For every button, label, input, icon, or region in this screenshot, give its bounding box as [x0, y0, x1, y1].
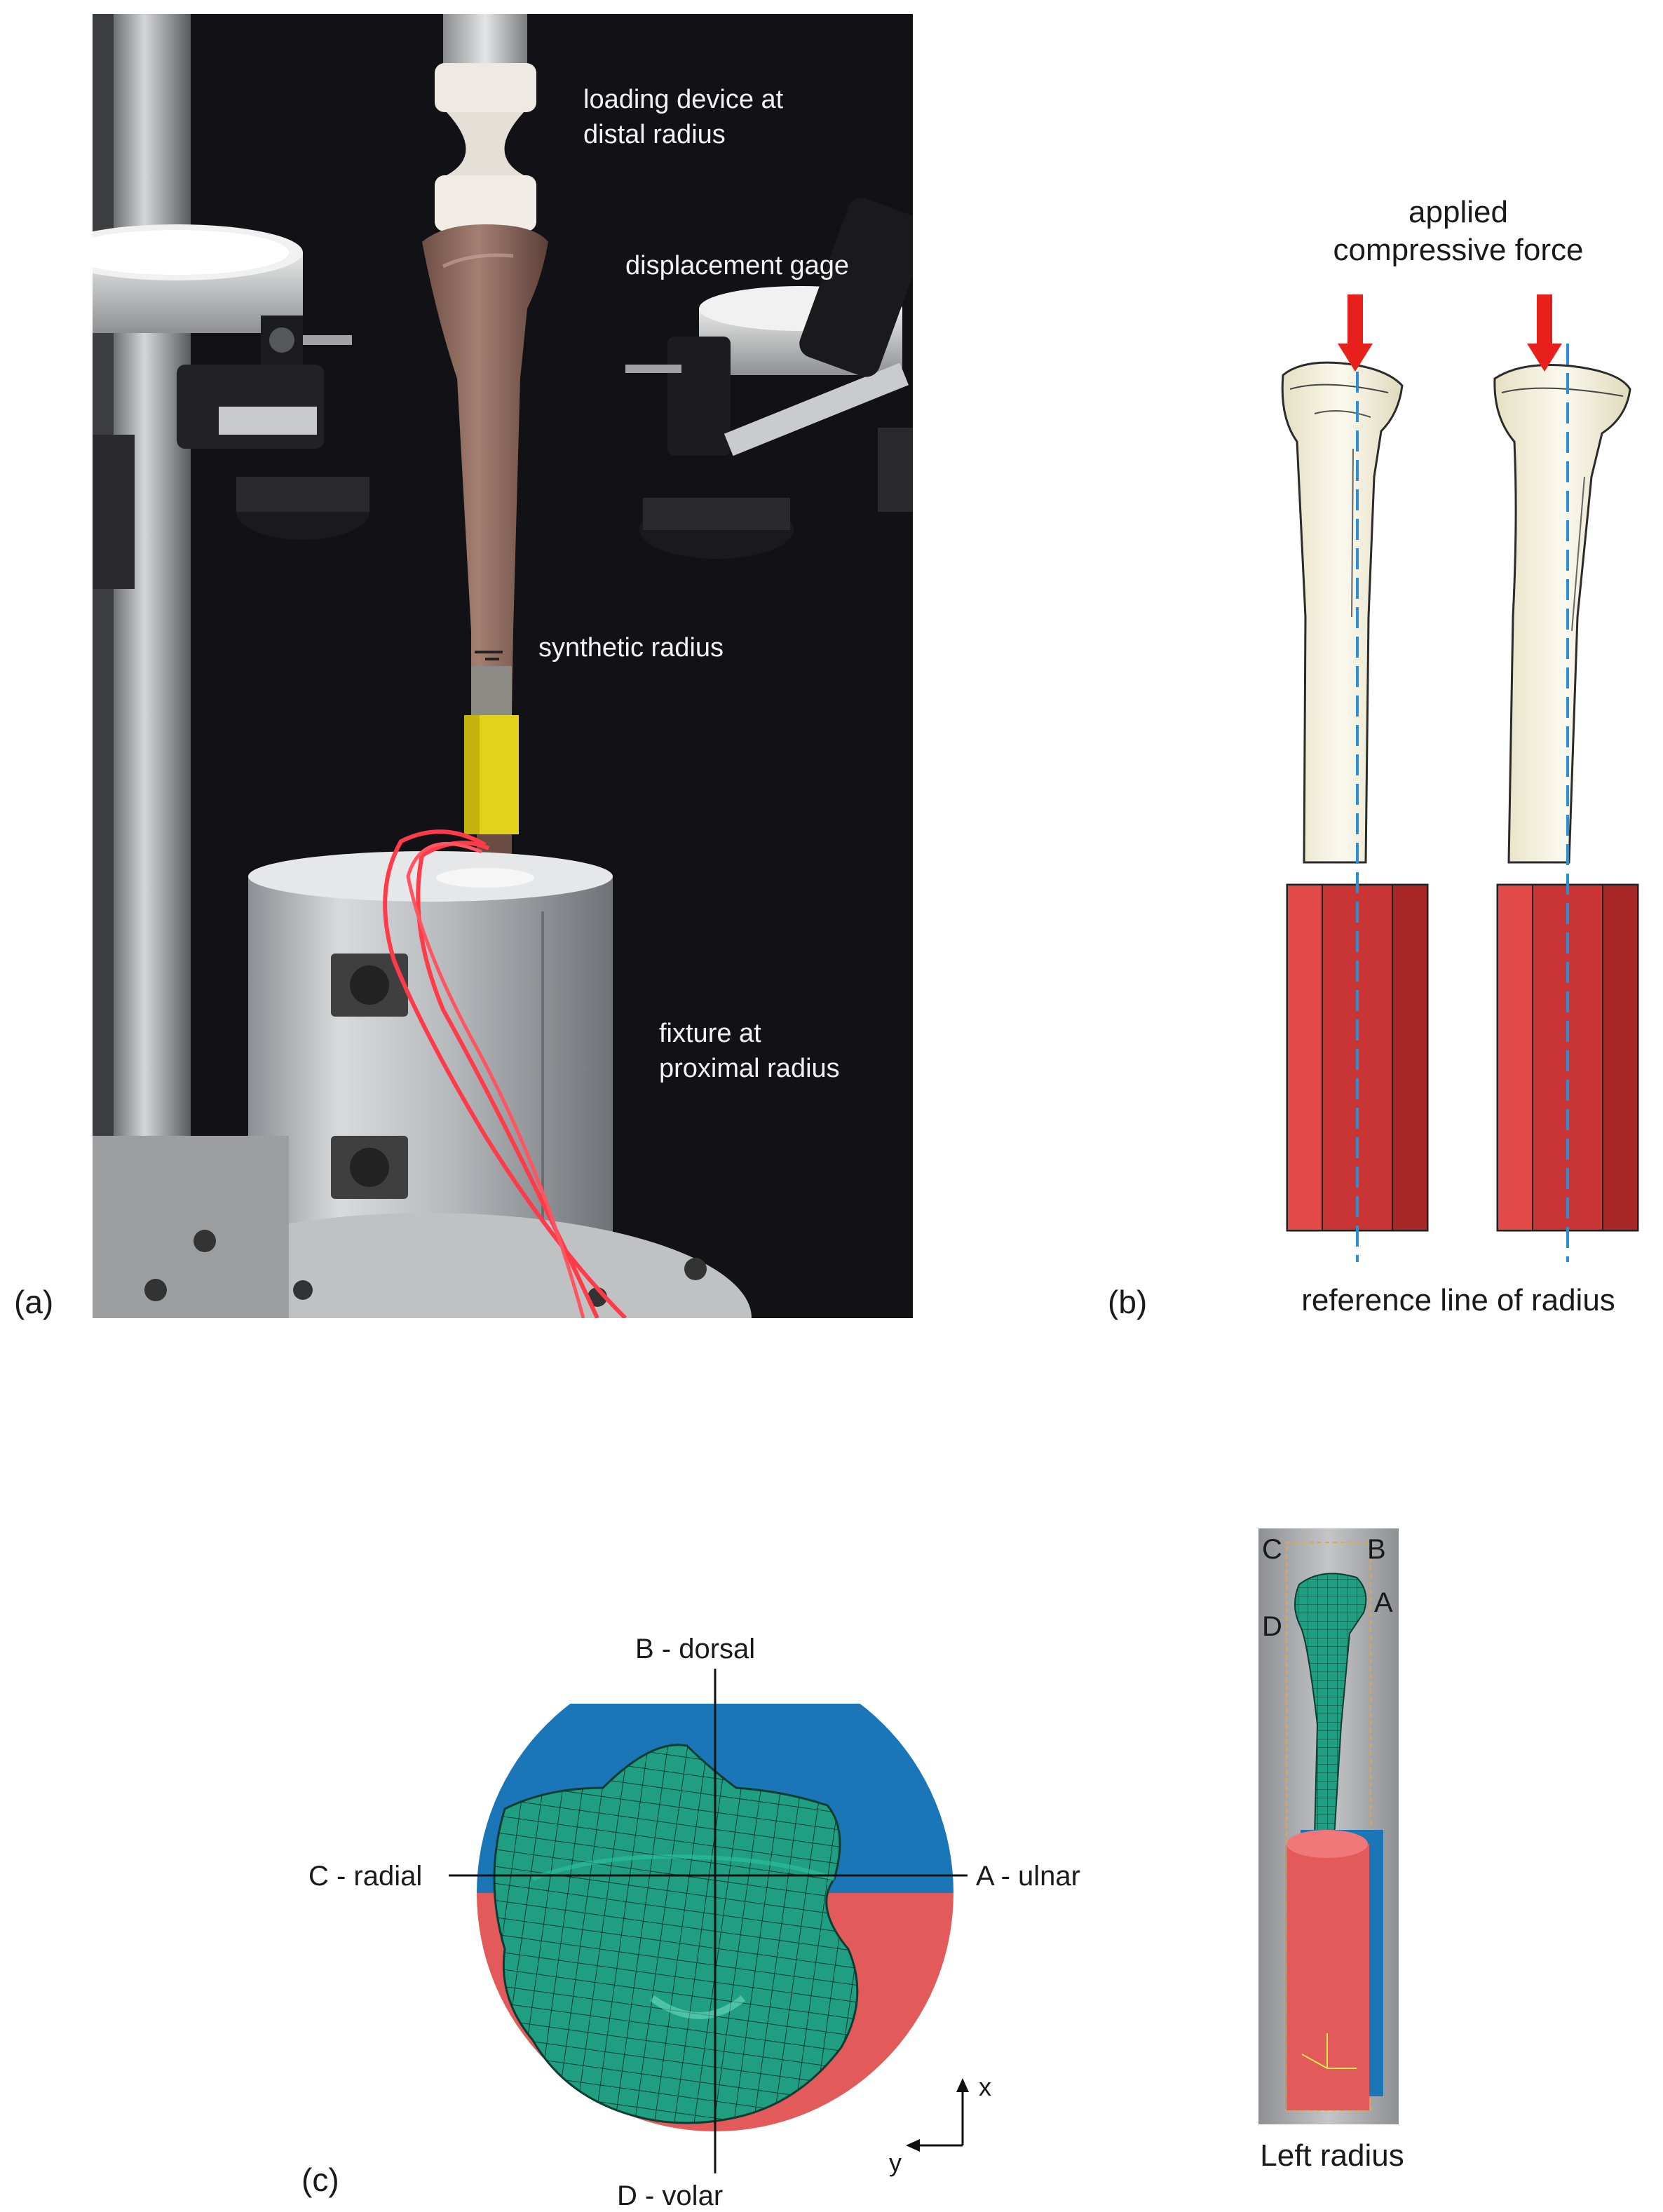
- label-loading-device-line2: distal radius: [583, 120, 726, 149]
- model-corner-d: D: [1262, 1611, 1282, 1642]
- coordinate-triad: [906, 2078, 969, 2152]
- coord-x-label: x: [979, 2072, 991, 2101]
- panel-label-b: (b): [1108, 1284, 1148, 1320]
- axis-label-bottom: D - volar: [617, 2180, 724, 2211]
- fe-model-left-radius: [1258, 1528, 1399, 2124]
- bone-mesh-section: [493, 1744, 859, 2124]
- model-caption: Left radius: [1260, 2138, 1404, 2173]
- axis-label-right: A - ulnar: [976, 1861, 1080, 1892]
- loading-schematic: [1281, 294, 1639, 1262]
- force-label-line2: compressive force: [1333, 233, 1584, 267]
- experimental-setup-photo: loading device at distal radius displace…: [93, 14, 913, 1318]
- setup-photo-drawing: [93, 14, 913, 1318]
- label-fixture-line1: fixture at: [659, 1019, 761, 1048]
- radius-model-left: [1281, 361, 1404, 864]
- force-arrow-right: [1527, 294, 1562, 372]
- radius-model-right: [1493, 364, 1631, 864]
- force-arrow-left: [1338, 294, 1373, 372]
- coord-y-label: y: [889, 2148, 902, 2177]
- panel-label-c: (c): [301, 2162, 339, 2198]
- force-label-line1: applied: [1409, 195, 1508, 229]
- panel-label-a: (a): [14, 1284, 54, 1320]
- reference-line-label: reference line of radius: [1301, 1283, 1615, 1317]
- axis-label-left: C - radial: [308, 1861, 423, 1892]
- model-corner-a: A: [1374, 1587, 1393, 1618]
- model-corner-c: C: [1262, 1534, 1282, 1565]
- cross-section-figure: [449, 1669, 968, 2173]
- label-synthetic-radius: synthetic radius: [538, 633, 724, 663]
- axis-label-top: B - dorsal: [635, 1634, 756, 1664]
- model-corner-b: B: [1367, 1534, 1386, 1565]
- label-fixture-line2: proximal radius: [659, 1054, 840, 1083]
- label-displacement-gage: displacement gage: [625, 251, 849, 280]
- label-loading-device-line1: loading device at: [583, 85, 784, 114]
